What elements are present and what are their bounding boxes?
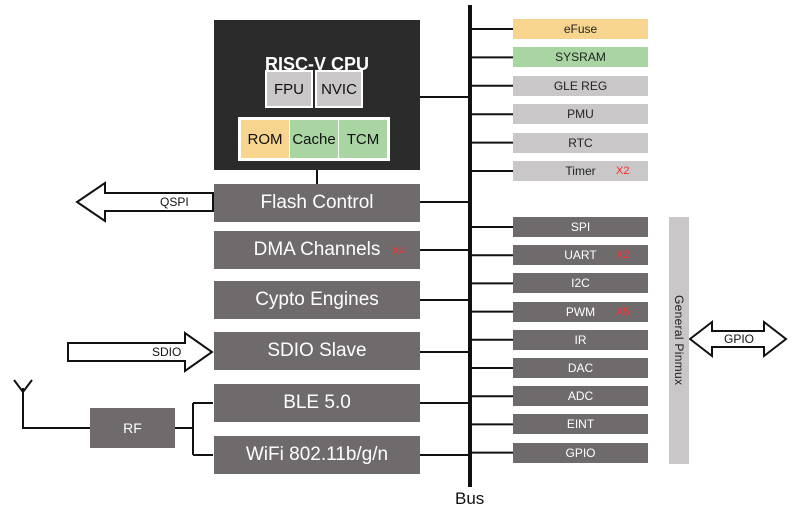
peripheral-gle-reg: GLE REG xyxy=(513,75,648,96)
peripheral-gle-reg-label: GLE REG xyxy=(553,78,608,93)
io-pwm-label: PWM xyxy=(565,304,596,319)
pinmux-label: General Pinmux xyxy=(672,295,686,386)
qspi-arrow xyxy=(75,181,214,223)
gpio-label: GPIO xyxy=(724,332,755,346)
io-eint: EINT xyxy=(513,414,648,435)
rom-block: ROM xyxy=(241,120,289,158)
antenna-icon xyxy=(13,379,33,394)
dma-channels-block: DMA Channels X4 xyxy=(214,231,420,269)
dma-label: DMA Channels xyxy=(253,239,381,260)
rf-block: RF xyxy=(90,408,175,448)
dma-multiplier: X4 xyxy=(392,245,406,257)
fpu-block: FPU xyxy=(265,70,313,108)
io-ir: IR xyxy=(513,329,648,350)
io-dac: DAC xyxy=(513,358,648,378)
sdio-slave-block: SDIO Slave xyxy=(214,332,420,370)
io-eint-label: EINT xyxy=(566,417,595,432)
io-ir-label: IR xyxy=(574,332,587,347)
io-spi: SPI xyxy=(513,217,648,237)
cpu-title: RISC-V CPU xyxy=(264,54,369,74)
peripheral-sysram-label: SYSRAM xyxy=(555,50,606,65)
io-spi-label: SPI xyxy=(570,220,591,234)
antenna-wire xyxy=(22,388,90,429)
peripheral-sysram: SYSRAM xyxy=(513,47,648,68)
peripheral-efuse-label: eFuse xyxy=(563,22,598,36)
io-adc: ADC xyxy=(513,386,648,407)
peripheral-timer-label: Timer xyxy=(565,164,596,178)
sdio-arrow xyxy=(67,331,214,373)
io-pwm: PWM X5 xyxy=(513,301,648,322)
io-uart: UART X2 xyxy=(513,245,648,266)
io-pwm-multiplier: X5 xyxy=(616,305,630,318)
peripheral-timer: Timer X2 xyxy=(513,161,648,181)
rf-split-wire xyxy=(175,402,213,456)
general-pinmux: General Pinmux xyxy=(669,217,689,464)
sdio-label: SDIO xyxy=(152,345,182,359)
peripheral-timer-multiplier: X2 xyxy=(616,165,630,177)
io-gpio-label: GPIO xyxy=(565,445,596,460)
io-uart-label: UART xyxy=(564,248,597,263)
tcm-block: TCM xyxy=(339,120,387,158)
io-gpio: GPIO xyxy=(513,442,648,463)
peripheral-pmu: PMU xyxy=(513,104,648,125)
io-adc-label: ADC xyxy=(567,389,594,404)
peripheral-efuse: eFuse xyxy=(513,19,648,39)
nvic-block: NVIC xyxy=(315,70,363,108)
ble-block: BLE 5.0 xyxy=(214,384,420,422)
crypto-engines-block: Cypto Engines xyxy=(214,281,420,319)
cache-block: Cache xyxy=(290,120,338,158)
io-uart-multiplier: X2 xyxy=(616,249,630,262)
wifi-block: WiFi 802.11b/g/n xyxy=(214,436,420,474)
cpu-block: RISC-V CPU FPU NVIC ROM Cache TCM xyxy=(214,20,420,170)
peripheral-rtc: RTC xyxy=(513,132,648,153)
peripheral-rtc-label: RTC xyxy=(568,135,593,150)
gpio-double-arrow xyxy=(688,319,788,359)
io-i2c: I2C xyxy=(513,273,648,294)
bus-label: Bus xyxy=(455,489,485,508)
peripheral-pmu-label: PMU xyxy=(567,107,594,122)
qspi-label: QSPI xyxy=(160,195,189,209)
io-dac-label: DAC xyxy=(567,361,594,375)
io-i2c-label: I2C xyxy=(571,276,590,291)
flash-control-block: Flash Control xyxy=(214,184,420,222)
